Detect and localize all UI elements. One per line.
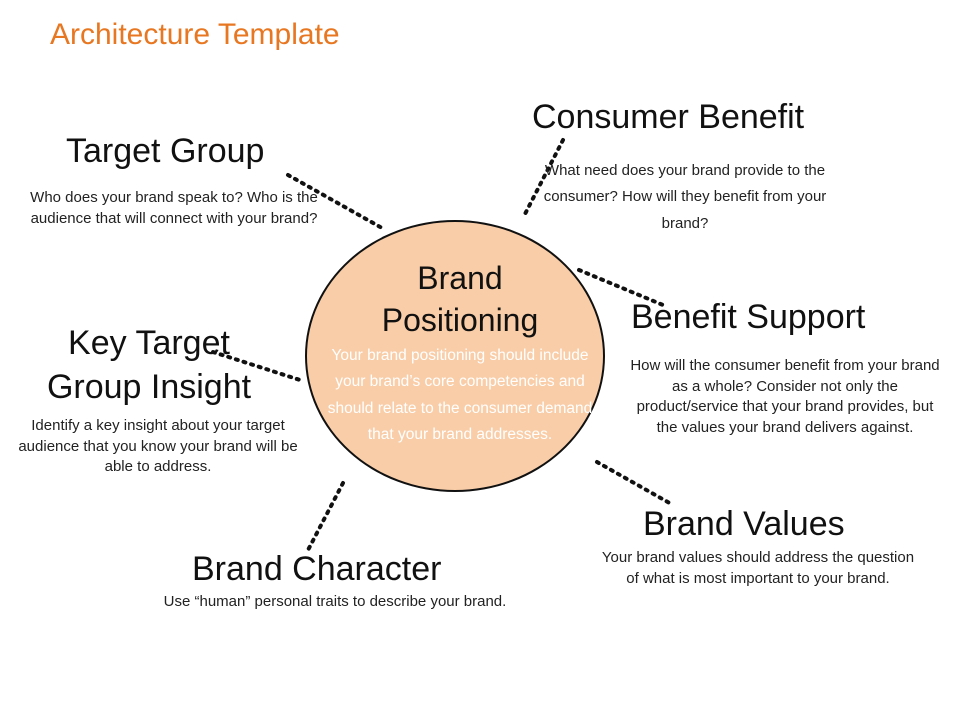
connector-consumer-benefit bbox=[523, 138, 565, 216]
brand-positioning-title: Brand Positioning bbox=[381, 260, 539, 338]
target-group-heading: Target Group bbox=[66, 132, 265, 170]
benefit-support-heading: Benefit Support bbox=[631, 298, 866, 336]
brand-values-heading: Brand Values bbox=[643, 505, 845, 543]
brand-character-heading: Brand Character bbox=[192, 550, 442, 588]
page-title: Architecture Template bbox=[50, 18, 340, 51]
connector-benefit-support bbox=[577, 268, 665, 307]
brand-values-description: Your brand values should address the que… bbox=[601, 549, 915, 587]
benefit-support-description: How will the consumer benefit from your … bbox=[630, 357, 940, 437]
brand-positioning-circle bbox=[305, 220, 605, 492]
consumer-benefit-description: What need does your brand provide to the… bbox=[543, 162, 827, 232]
connector-target-group bbox=[286, 173, 384, 230]
target-group-description: Who does your brand speak to? Who is the… bbox=[30, 189, 318, 227]
key-target-group-insight-description: Identify a key insight about your target… bbox=[18, 417, 298, 476]
connector-brand-character bbox=[305, 481, 345, 554]
consumer-benefit-heading: Consumer Benefit bbox=[532, 98, 805, 136]
brand-character-description: Use “human” personal traits to describe … bbox=[163, 593, 507, 610]
connector-key-insight bbox=[211, 350, 302, 382]
connector-brand-values bbox=[595, 460, 675, 507]
key-target-group-insight-heading: Key Target Group Insight bbox=[46, 324, 252, 406]
brand-positioning-description: Your brand positioning should include yo… bbox=[327, 347, 593, 444]
